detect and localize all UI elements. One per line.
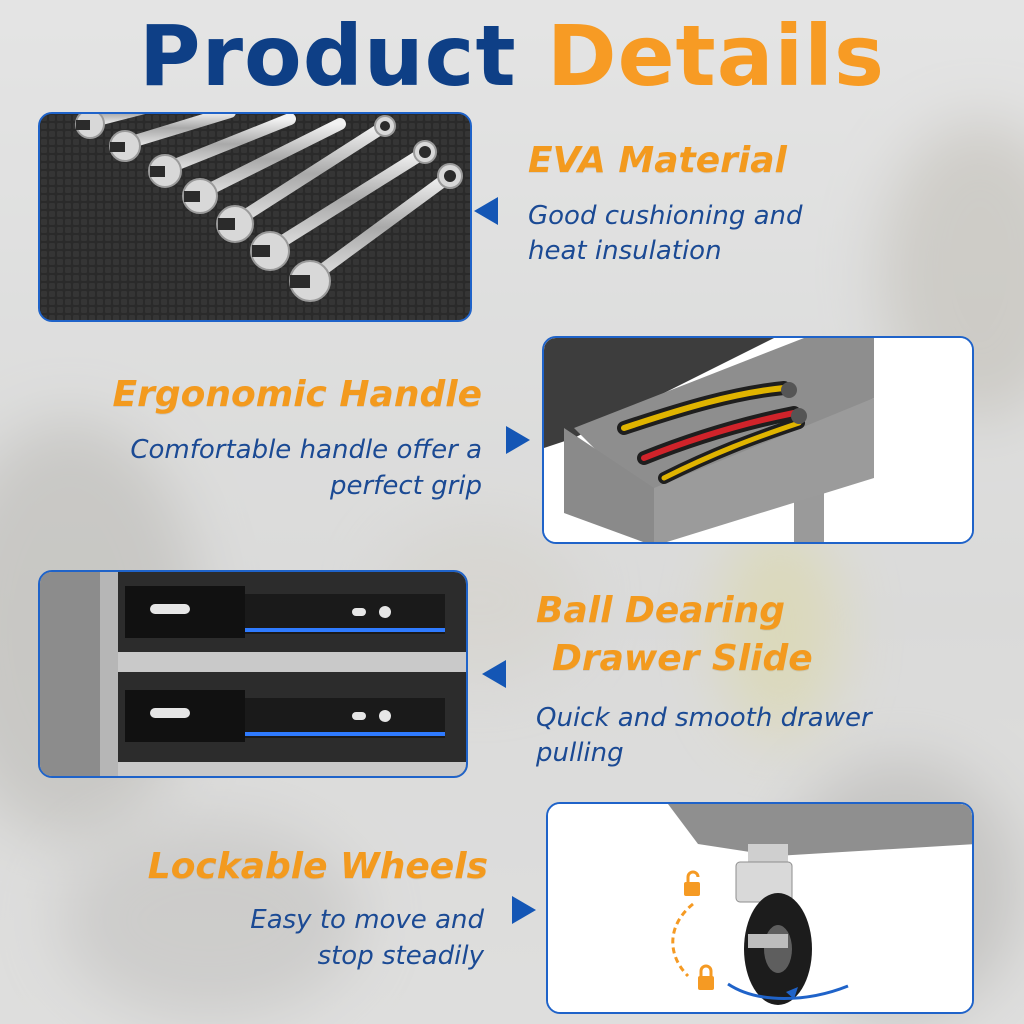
tray-with-pliers-illustration <box>544 338 972 542</box>
feature-desc-eva-line1: Good cushioning and <box>528 201 803 231</box>
feature-heading-ergonomic: Ergonomic Handle <box>112 374 482 415</box>
feature-desc-eva-line2: heat insulation <box>528 236 722 266</box>
drawer-slide-image <box>38 570 468 778</box>
drawer-slides-illustration <box>40 572 466 776</box>
caster-wheel-illustration <box>548 804 972 1012</box>
pointer-arrow-icon <box>512 896 536 924</box>
feature-heading-eva: EVA Material <box>528 140 787 181</box>
feature-desc-wheels-line1: Easy to move and <box>250 905 484 935</box>
feature-heading-drawer-line2: Drawer Slide <box>552 638 813 679</box>
title-word-product: Product <box>139 7 517 105</box>
ergonomic-handle-image <box>542 336 974 544</box>
pointer-arrow-icon <box>482 660 506 688</box>
title-word-details: Details <box>546 7 885 105</box>
feature-desc-drawer-line2: pulling <box>536 738 624 768</box>
lock-icon <box>698 964 714 990</box>
feature-desc-ergonomic-line2: perfect grip <box>329 471 482 501</box>
pointer-arrow-icon <box>506 426 530 454</box>
feature-heading-drawer-line1: Ball Dearing <box>536 590 786 631</box>
lockable-wheel-image <box>546 802 974 1014</box>
page-title: Product Details <box>0 8 1024 104</box>
feature-desc-ergonomic-line1: Comfortable handle offer a <box>130 435 482 465</box>
feature-desc-wheels-line2: stop steadily <box>317 941 484 971</box>
feature-heading-wheels: Lockable Wheels <box>147 846 488 887</box>
pointer-arrow-icon <box>474 197 498 225</box>
unlock-icon <box>684 870 700 896</box>
eva-material-image <box>38 112 472 322</box>
wrenches-on-mat-illustration <box>40 114 470 320</box>
feature-desc-drawer-line1: Quick and smooth drawer <box>536 703 872 733</box>
